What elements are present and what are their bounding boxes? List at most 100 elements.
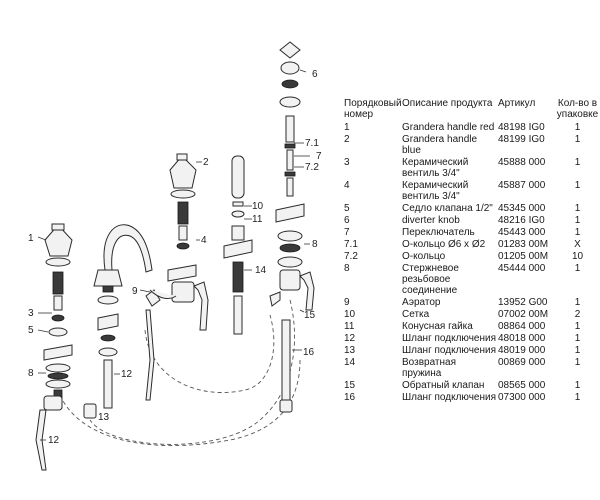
header-quantity: Кол-во в упаковке (556, 98, 599, 120)
left-valve-assembly (35, 223, 73, 471)
row-description: Переключатель (402, 227, 475, 238)
row-article: 07002 00M (498, 309, 549, 320)
row-number: 6 (344, 215, 350, 226)
row-article: 45443 000 (498, 227, 546, 238)
row-number: 10 (344, 309, 356, 320)
row-description: Аэратор (402, 297, 441, 308)
row-number: 3 (344, 157, 350, 168)
row-quantity: 1 (574, 134, 581, 145)
callout-16: 16 (303, 347, 315, 358)
hose-route-middle (144, 314, 275, 393)
row-description: О-кольцо Ø6 x Ø2 (402, 239, 486, 250)
row-quantity: 1 (574, 227, 581, 238)
center-valve-assembly (149, 153, 209, 331)
row-quantity: 1 (574, 180, 581, 191)
callout-labels: 1 2 3 4 5 6 7 7.1 7.2 8 8 9 10 11 12 12 … (28, 69, 322, 446)
leader-lines (37, 69, 310, 441)
row-quantity: 1 (574, 215, 581, 226)
table-header-row: Порядковый номер Описание продукта Артик… (344, 98, 600, 120)
row-article: 01283 00M (498, 239, 549, 250)
row-description: Grandera handle blue (402, 134, 478, 156)
row-number: 15 (344, 380, 356, 391)
callout-7-2: 7.2 (305, 162, 319, 173)
row-number: 5 (344, 203, 350, 214)
row-description: Седло клапана 1/2" (402, 203, 493, 214)
row-quantity: 1 (574, 203, 581, 214)
row-number: 1 (344, 122, 350, 133)
table-row: 15 Обратный клапан 08565 000 1 (344, 380, 600, 391)
row-article: 45888 000 (498, 157, 546, 168)
row-quantity: 1 (574, 157, 581, 168)
row-article: 48216 IG0 (498, 215, 545, 226)
row-article: 48198 IG0 (498, 122, 545, 133)
row-number: 9 (344, 297, 350, 308)
row-quantity: 1 (574, 357, 581, 368)
row-quantity: 1 (574, 380, 581, 391)
table-row: 14 Возвратная пружина 00869 000 1 (344, 357, 600, 379)
row-number: 14 (344, 357, 356, 368)
callout-8-left: 8 (28, 368, 34, 379)
row-number: 12 (344, 333, 356, 344)
row-quantity: 1 (574, 333, 581, 344)
table-row: 3 Керамический вентиль 3/4" 45888 000 1 (344, 157, 600, 179)
row-description: Стержневое резьбовое соединение (402, 263, 459, 296)
callout-14: 14 (255, 265, 267, 276)
row-description: Керамический вентиль 3/4" (402, 157, 469, 179)
row-description: Grandera handle red (402, 122, 495, 133)
row-number: 7 (344, 227, 350, 238)
callout-3: 3 (28, 308, 34, 319)
row-number: 7.1 (344, 239, 358, 250)
row-quantity: 1 (574, 297, 581, 308)
table-row: 6 diverter knob 48216 IG0 1 (344, 215, 600, 226)
row-number: 13 (344, 345, 356, 356)
row-description: Шланг подключения (402, 333, 496, 344)
row-description: Керамический вентиль 3/4" (402, 180, 469, 202)
table-row: 2 Grandera handle blue 48199 IG0 1 (344, 134, 600, 156)
row-quantity: 1 (574, 122, 581, 133)
row-description: diverter knob (402, 215, 460, 226)
callout-7: 7 (316, 151, 322, 162)
callout-2: 2 (203, 157, 209, 168)
exploded-view-diagram: 1 2 3 4 5 6 7 7.1 7.2 8 8 9 10 11 12 12 … (28, 41, 322, 471)
header-number: Порядковый номер (344, 98, 402, 120)
row-quantity: 1 (574, 392, 581, 403)
header-article: Артикул (498, 98, 536, 109)
row-quantity: 1 (574, 321, 581, 332)
callout-15: 15 (304, 310, 316, 321)
row-description: Возвратная пружина (402, 357, 456, 379)
callout-12-left: 12 (48, 435, 60, 446)
callout-4: 4 (201, 235, 207, 246)
callout-7-1: 7.1 (305, 138, 319, 149)
row-number: 4 (344, 180, 350, 191)
callout-11: 11 (252, 214, 263, 225)
row-article: 08864 000 (498, 321, 546, 332)
row-description: О-кольцо (402, 251, 446, 262)
parts-table: Порядковый номер Описание продукта Артик… (344, 98, 600, 404)
row-number: 16 (344, 392, 356, 403)
row-article: 08565 000 (498, 380, 546, 391)
row-description: Сетка (402, 309, 430, 320)
row-description: Шланг подключения (402, 345, 496, 356)
table-row: 7 Переключатель 45443 000 1 (344, 227, 600, 238)
callout-5: 5 (28, 325, 34, 336)
callout-10: 10 (252, 201, 264, 212)
row-article: 48019 000 (498, 345, 546, 356)
row-article: 48199 IG0 (498, 134, 545, 145)
hose-route-right (89, 299, 295, 445)
row-number: 2 (344, 134, 350, 145)
hose-route-left (59, 359, 301, 447)
row-description: Обратный клапан (402, 380, 485, 391)
row-article: 00869 000 (498, 357, 546, 368)
spout-assembly (83, 224, 161, 419)
